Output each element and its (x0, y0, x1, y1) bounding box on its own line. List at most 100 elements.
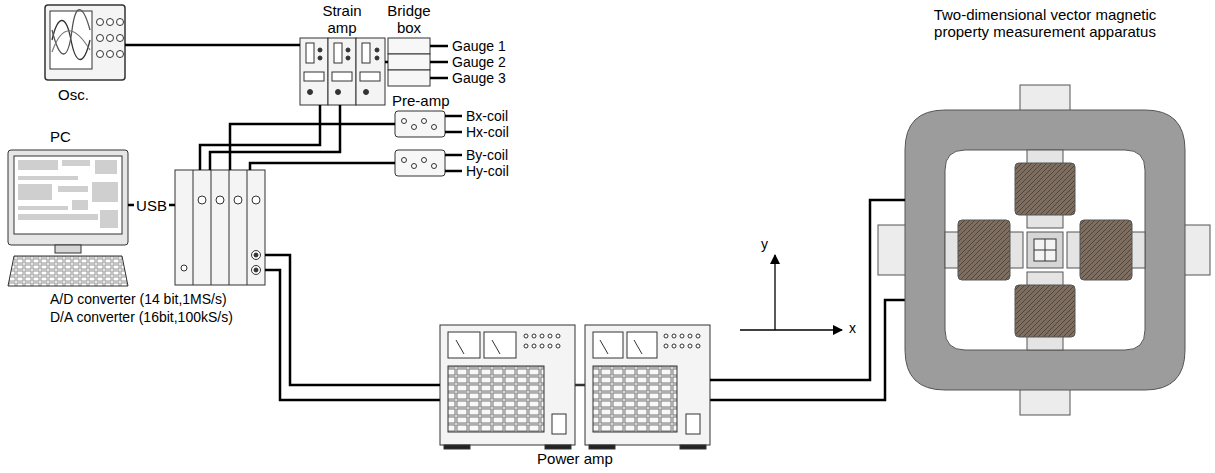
strain-amp-part (308, 90, 313, 95)
personal-computer-part (14, 156, 122, 234)
power-amp-part (552, 414, 566, 434)
power-amp-part-part (680, 334, 684, 338)
device-label: Power amp (537, 450, 613, 467)
strain-amp-part (375, 48, 379, 52)
oscilloscope-part-part (97, 19, 104, 26)
ad-da-converter-part (247, 170, 248, 285)
coil-lead-part (445, 131, 462, 134)
device-label: PC (50, 128, 71, 145)
ad-da-converter-part-part (254, 268, 258, 272)
signal-wire (230, 124, 395, 170)
pre-amp (395, 111, 445, 176)
power-amp-part-part (556, 344, 560, 348)
magnetic-apparatus-part (1034, 239, 1056, 261)
power-amp-part (492, 340, 500, 354)
personal-computer-part-part (18, 176, 78, 180)
bridge-box-part (388, 70, 430, 86)
ad-da-converter-part-part (252, 251, 261, 260)
strain-amp-part (360, 72, 380, 81)
strain-amp-part (318, 56, 322, 60)
oscilloscope-part-part (117, 19, 124, 26)
power-amp-part (545, 445, 571, 449)
coil-label: Hy-coil (466, 163, 509, 179)
device-label: Pre-amp (392, 92, 450, 109)
strain-amp-part (318, 48, 322, 52)
power-amp-part (448, 332, 480, 358)
strain-amp-part (332, 72, 352, 81)
personal-computer-part (55, 245, 81, 253)
power-amp-part-part (532, 334, 536, 338)
personal-computer-part-part (18, 160, 58, 170)
strain-amp-part (328, 38, 356, 105)
pre-amp-part (395, 111, 445, 137)
power-amp (440, 325, 710, 449)
power-amp-part (664, 334, 700, 348)
power-amp-part-part (688, 334, 692, 338)
signal-wire (200, 105, 320, 170)
ad-da-converter-part-part (234, 196, 242, 204)
pre-amp-part-part (422, 119, 427, 124)
magnetic-apparatus-part (1080, 220, 1132, 280)
power-amp-part (484, 332, 516, 358)
signal-wire-part (250, 163, 395, 170)
magnetic-apparatus-part (905, 110, 1185, 390)
gauge-lead (430, 46, 448, 78)
bridge-box-part (388, 54, 430, 70)
power-amp-part (440, 325, 575, 445)
oscilloscope-part (45, 5, 125, 80)
power-amp-part-part (664, 334, 668, 338)
strain-amp-part (300, 38, 328, 105)
oscilloscope-part-part (97, 51, 104, 58)
signal-wire (710, 200, 905, 380)
ad-da-converter-part (198, 196, 261, 275)
device-label: Two-dimensional vector magnetic property… (920, 6, 1170, 40)
coil-label: Hx-coil (466, 124, 509, 140)
pre-amp: Pre-amp (395, 111, 445, 137)
wire-label: USB (134, 197, 169, 214)
oscilloscope: Osc. (45, 5, 125, 80)
strain-amp (300, 38, 385, 105)
strain-amp-part (334, 43, 342, 63)
power-amp-part (585, 325, 710, 445)
device-label: Osc. (58, 86, 89, 103)
magnetic-apparatus-part (1015, 285, 1075, 337)
power-amp-part (444, 445, 470, 449)
personal-computer-part-part (100, 210, 118, 228)
power-amp-part (686, 414, 700, 434)
power-amp-part-part (540, 334, 544, 338)
ad-da-converter-part-part (216, 196, 224, 204)
power-amp-part-part (540, 344, 544, 348)
personal-computer-part-part (18, 214, 98, 220)
ad-da-converter (175, 170, 265, 285)
ad-da-converter-part (193, 170, 194, 285)
personal-computer-part-part (95, 160, 117, 174)
oscilloscope-part-part (107, 35, 114, 42)
coil-lead-part (445, 115, 462, 118)
device-label: A/D converter (14 bit,1MS/s) (50, 291, 227, 308)
pre-amp-part-part (402, 119, 407, 124)
power-amp-part (627, 332, 657, 358)
pre-amp-part-part (412, 125, 417, 130)
oscilloscope-part-part (107, 19, 114, 26)
power-amp-part-part (672, 334, 676, 338)
gauge-lead-part (430, 45, 448, 48)
oscilloscope-part-part (107, 51, 114, 58)
personal-computer-part (8, 256, 128, 286)
signal-wire (125, 44, 300, 47)
bridge-box: Bridge box (388, 38, 430, 86)
power-amp-part (593, 366, 677, 432)
device-label: Strain amp (312, 2, 372, 36)
personal-computer: PC (8, 150, 128, 286)
magnetic-apparatus-part (1015, 163, 1075, 215)
power-amp: Power amp (440, 325, 710, 445)
strain-amp-part (346, 56, 350, 60)
power-amp-part-part (696, 344, 700, 348)
bridge-box-part (388, 38, 430, 54)
ad-da-converter-part-part (198, 196, 206, 204)
magnetic-apparatus-part (958, 220, 1010, 280)
magnetic-apparatus-part (1027, 232, 1063, 268)
power-amp-part-part (556, 334, 560, 338)
power-amp-part (634, 340, 642, 354)
converter-box: A/D converter (14 bit,1MS/s)D/A converte… (175, 170, 265, 285)
